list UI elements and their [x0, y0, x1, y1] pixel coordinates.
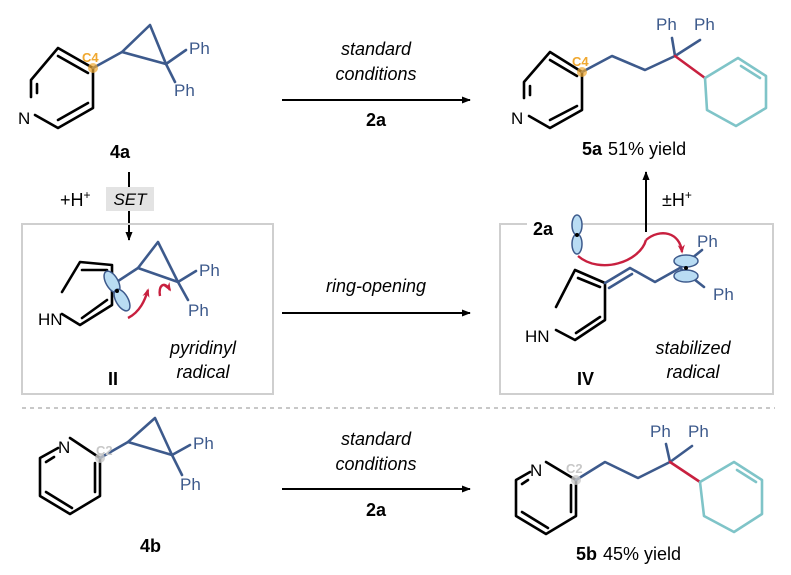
product-5b: [514, 442, 764, 536]
yield: 51% yield: [608, 139, 686, 159]
c4-highlight: [88, 63, 98, 73]
pyridinyl-radical: [60, 240, 198, 327]
ph-label: Ph: [688, 422, 709, 441]
radical-dot: [115, 289, 119, 293]
compound-label-5a: 5a: [582, 139, 603, 159]
ph-label: Ph: [180, 475, 201, 494]
electron-arrow: [158, 281, 172, 297]
c4-label: C4: [82, 50, 99, 65]
product-caption: 5b 45% yield: [576, 544, 681, 564]
radical-name: stabilized: [655, 338, 731, 358]
c2-label: C2: [96, 443, 113, 458]
c2-highlight: [95, 453, 105, 463]
ph-label: Ph: [193, 434, 214, 453]
compound-label-4a: 4a: [110, 142, 131, 162]
c2-label: C2: [566, 461, 583, 476]
n-label: N: [511, 109, 523, 128]
electron-arrow: [127, 288, 150, 320]
c4-highlight: [577, 67, 587, 77]
ph-label: Ph: [697, 232, 718, 251]
radical-name: radical: [176, 362, 230, 382]
arrow-label-mid: conditions: [335, 64, 416, 84]
electron-arrow: [577, 239, 648, 267]
orbital-lobe: [571, 214, 583, 236]
arrow-label-top: standard: [341, 39, 412, 59]
hn-label: HN: [525, 327, 550, 346]
ph-label: Ph: [189, 39, 210, 58]
substrate-4b: [38, 416, 192, 516]
radical-dot: [575, 233, 579, 237]
ph-label: Ph: [656, 15, 677, 34]
label-bg: [527, 214, 577, 236]
compound-label-iv: IV: [577, 369, 594, 389]
set-label: SET: [113, 190, 148, 209]
orbital-lobe: [113, 288, 131, 312]
protonation-label: +H+: [60, 188, 91, 210]
n-label: N: [58, 438, 70, 457]
proton-label: ±H+: [662, 188, 692, 210]
arrow-reagent: 2a: [366, 500, 387, 520]
orbital-lobe: [673, 269, 699, 283]
ph-label: Ph: [650, 422, 671, 441]
compound-label-5b: 5b: [576, 544, 597, 564]
radical-name: pyridinyl: [169, 338, 237, 358]
substrate-4a: [29, 23, 188, 130]
reagent-2a: 2a: [533, 219, 554, 239]
arrow-label-mid: conditions: [335, 454, 416, 474]
product-5a: [522, 36, 768, 130]
yield: 45% yield: [603, 544, 681, 564]
radical-box-ii: [21, 223, 274, 395]
n-label: N: [530, 461, 542, 480]
electron-arrow: [645, 232, 685, 254]
set-badge-bg: [106, 187, 154, 211]
radical-box-iv: [499, 223, 774, 395]
ph-label: Ph: [694, 15, 715, 34]
ring-opening-label: ring-opening: [326, 276, 426, 296]
hn-label: HN: [38, 310, 63, 329]
orbital-lobe: [673, 254, 699, 268]
ph-label: Ph: [199, 261, 220, 280]
compound-label-ii: II: [108, 369, 118, 389]
n-label: N: [18, 109, 30, 128]
arrow-reagent: 2a: [366, 110, 387, 130]
ph-label: Ph: [188, 301, 209, 320]
ph-label: Ph: [174, 81, 195, 100]
arrow-label-top: standard: [341, 429, 412, 449]
radical-name: radical: [666, 362, 720, 382]
compound-label-4b: 4b: [140, 536, 161, 556]
c4-label: C4: [572, 54, 589, 69]
ph-label: Ph: [713, 285, 734, 304]
c2-highlight: [571, 475, 581, 485]
radical-dot: [684, 266, 688, 270]
